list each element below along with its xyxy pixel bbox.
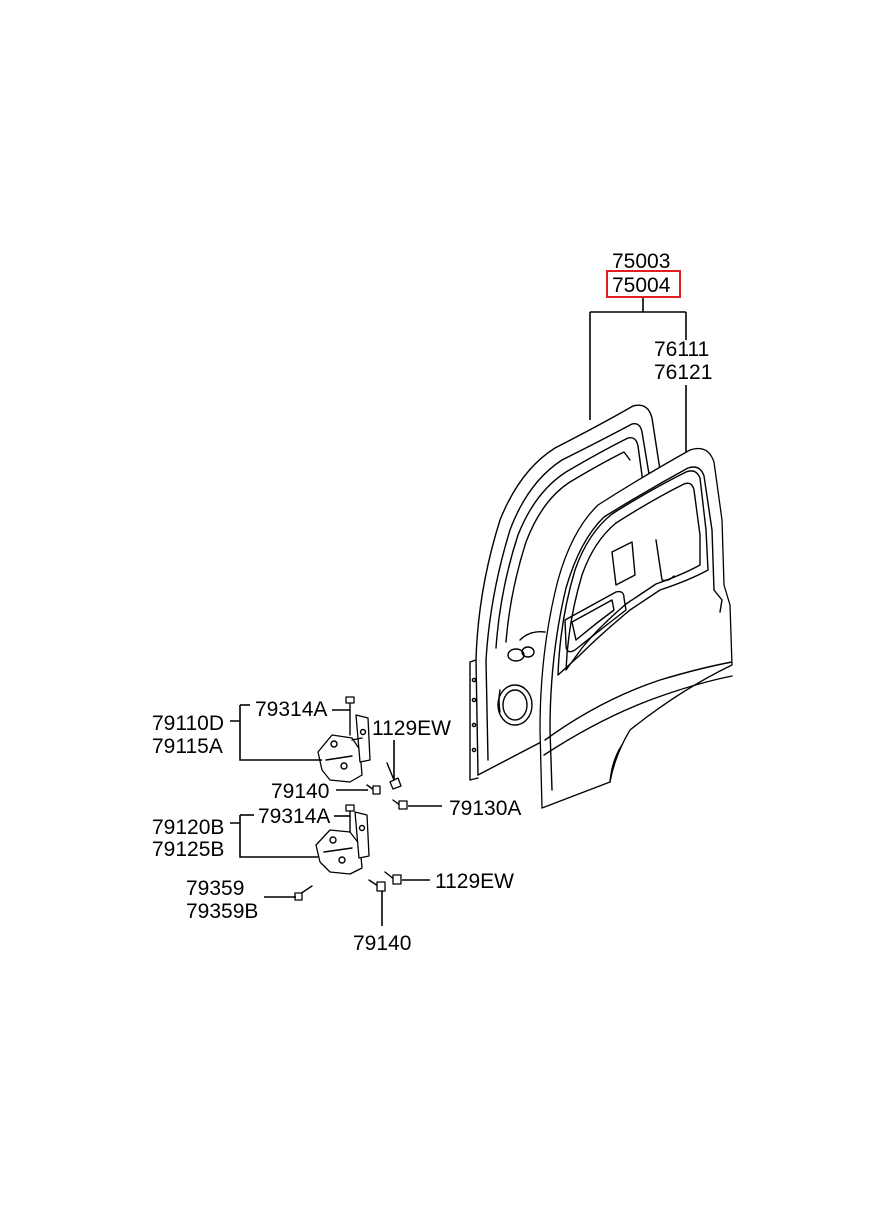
door-inner-panel[interactable]	[469, 404, 663, 781]
lower-hinge-bolts[interactable]	[294, 871, 402, 901]
part-number-75004[interactable]: 75004	[612, 274, 671, 297]
part-number-79110d[interactable]: 79110D	[152, 712, 224, 735]
lower-hinge-pin[interactable]	[345, 804, 355, 833]
leader-lines	[230, 297, 687, 926]
upper-door-hinge[interactable]	[317, 714, 371, 783]
part-number-76121[interactable]: 76121	[654, 361, 712, 384]
part-number-79115a[interactable]: 79115A	[152, 735, 223, 758]
part-number-79359b[interactable]: 79359B	[186, 900, 258, 923]
part-number-79140-lower[interactable]: 79140	[353, 932, 411, 955]
door-outer-panel[interactable]	[539, 447, 733, 809]
part-number-79125b[interactable]: 79125B	[152, 838, 224, 861]
part-number-1129ew-upper[interactable]: 1129EW	[372, 717, 451, 740]
upper-hinge-pin[interactable]	[345, 696, 355, 736]
part-number-79130a[interactable]: 79130A	[449, 797, 521, 820]
part-number-79120b[interactable]: 79120B	[152, 816, 224, 839]
upper-hinge-bolts[interactable]	[366, 762, 408, 810]
part-number-79359[interactable]: 79359	[186, 877, 244, 900]
part-number-79314a-upper[interactable]: 79314A	[255, 698, 327, 721]
highlight-box-75004	[606, 270, 681, 298]
part-number-76111[interactable]: 76111	[654, 338, 709, 361]
part-number-1129ew-lower[interactable]: 1129EW	[435, 870, 514, 893]
lower-door-hinge[interactable]	[315, 811, 370, 875]
part-number-79140-upper[interactable]: 79140	[271, 780, 329, 803]
part-number-79314a-lower[interactable]: 79314A	[258, 805, 330, 828]
part-number-75003[interactable]: 75003	[612, 250, 670, 273]
